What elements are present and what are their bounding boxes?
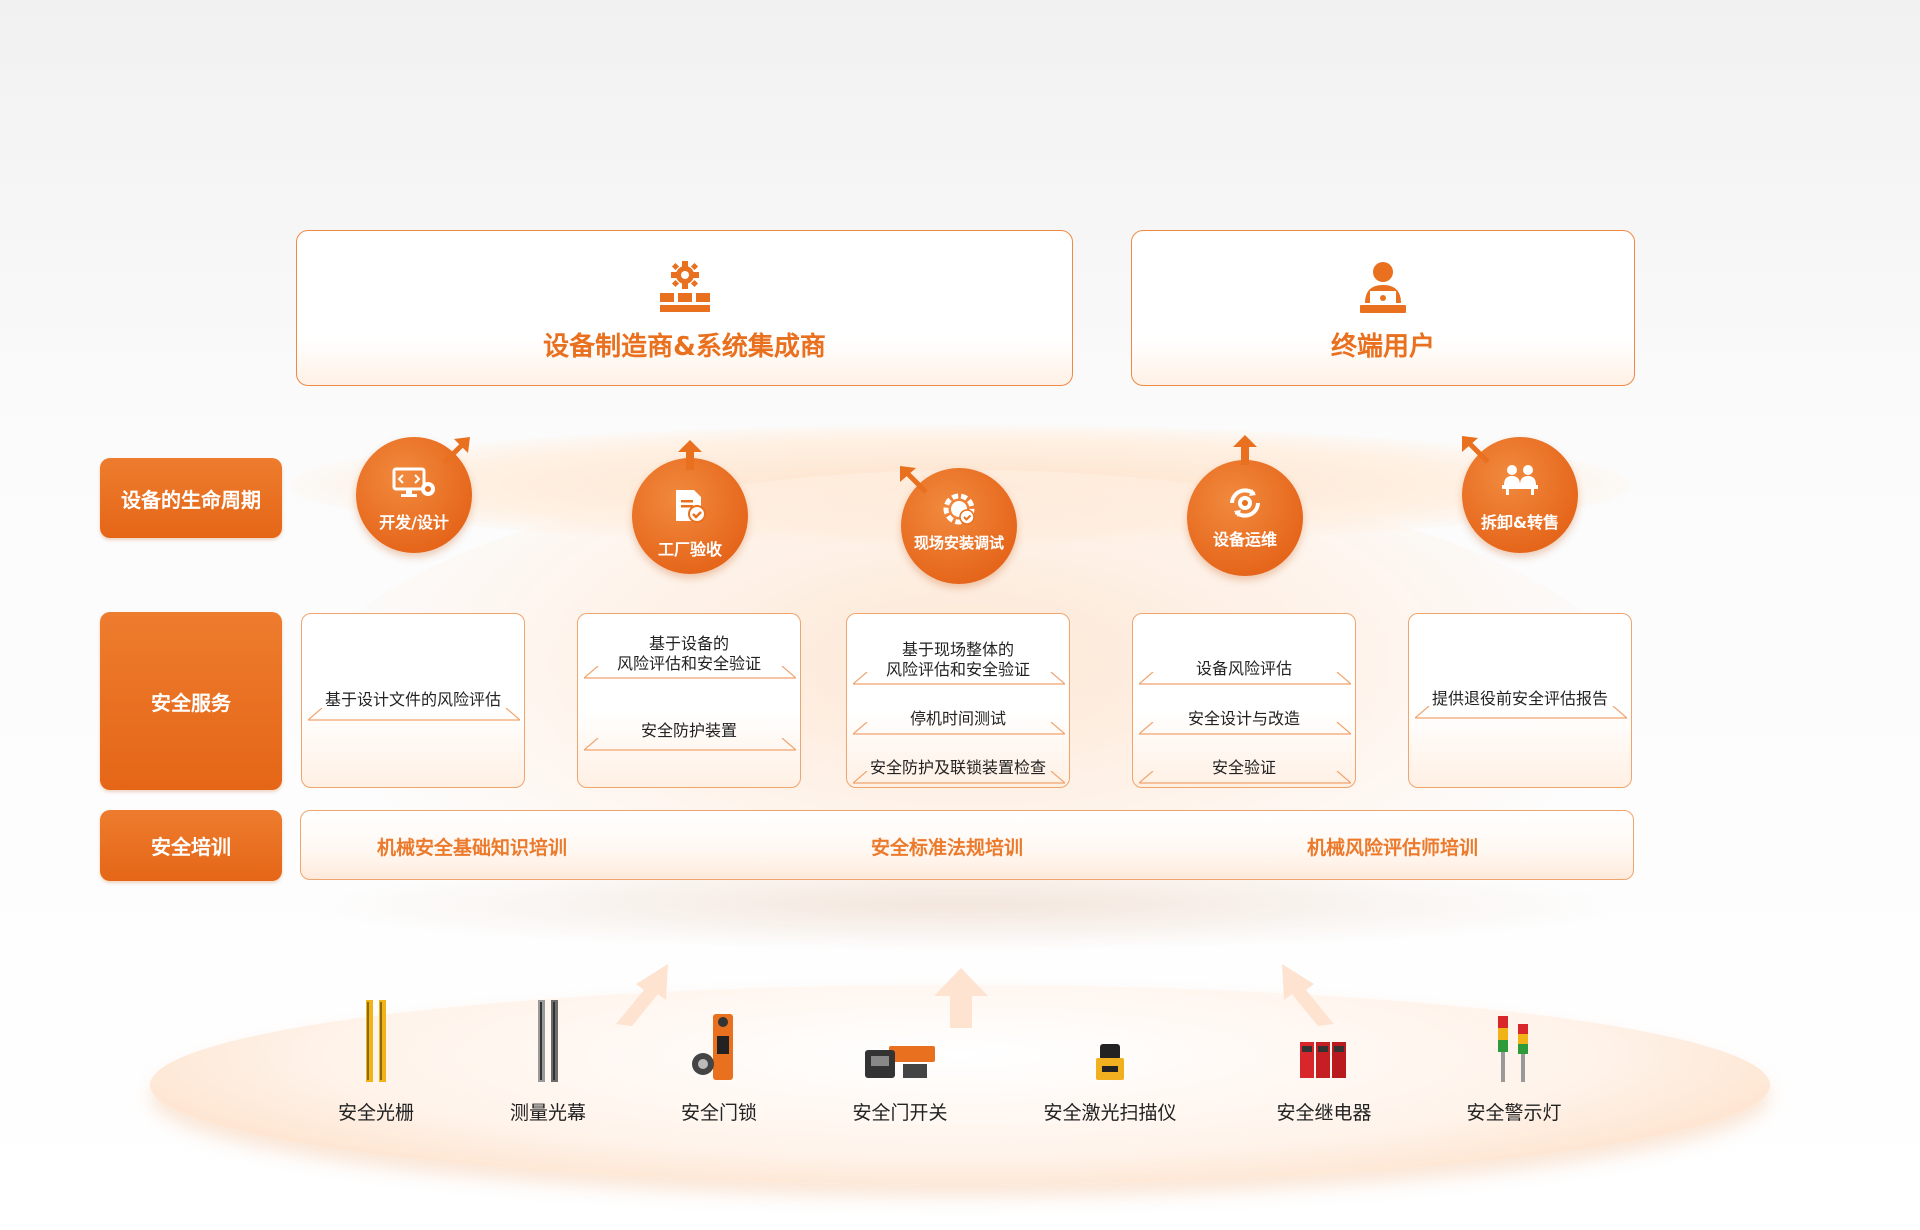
stage-maintenance: 设备运维 [1187, 460, 1303, 576]
product-label: 安全继电器 [1276, 1102, 1372, 1124]
arrow-up-icon [934, 968, 988, 1028]
stage-label: 开发/设计 [379, 513, 449, 532]
manufacturer-card: 设备制造商&系统集成商 [296, 230, 1073, 386]
gear-cycle-icon [1226, 484, 1264, 526]
service-card-site: 基于现场整体的 风险评估和安全验证 停机时间测试 安全防护及联锁装置检查 [846, 613, 1070, 788]
people-table-icon [1500, 463, 1540, 499]
training-item: 安全标准法规培训 [871, 837, 1024, 859]
stage-factory-acceptance: 工厂验收 [632, 458, 748, 574]
manufacturer-title: 设备制造商&系统集成商 [543, 332, 826, 362]
product-label: 测量光幕 [509, 1102, 586, 1124]
product-label: 安全光栅 [337, 1102, 414, 1124]
laser-scanner-icon [1096, 1044, 1124, 1080]
service-item: 基于设计文件的风险评估 [324, 690, 501, 709]
service-card-resale: 提供退役前安全评估报告 [1408, 613, 1632, 788]
service-item: 安全防护及联锁装置检查 [869, 758, 1046, 777]
measuring-curtain-icon [538, 1000, 558, 1082]
shelf-divider [308, 708, 520, 721]
service-item: 停机时间测试 [909, 709, 1006, 728]
service-card-maintenance: 设备风险评估 安全设计与改造 安全验证 [1132, 613, 1356, 788]
shelf-divider [853, 672, 1065, 685]
product-label: 安全警示灯 [1466, 1102, 1562, 1124]
arrow-up-right-icon [442, 437, 470, 465]
training-item: 机械安全基础知识培训 [377, 837, 568, 859]
safety-relay-icon [1300, 1042, 1346, 1078]
arrow-up-right-icon [616, 964, 668, 1026]
service-item: 安全防护装置 [640, 721, 737, 740]
shelf-divider [853, 771, 1065, 784]
arrow-up-left-icon [1462, 436, 1490, 464]
stage-label: 工厂验收 [657, 540, 722, 559]
stage-site-commissioning: 现场安装调试 [901, 468, 1017, 584]
end-user-title: 终端用户 [1330, 332, 1435, 362]
door-switch-icon [865, 1046, 935, 1078]
door-lock-icon [692, 1014, 733, 1080]
stage-label: 设备运维 [1212, 530, 1277, 549]
stage-label: 现场安装调试 [913, 534, 1004, 552]
gear-wrench-icon [940, 490, 978, 532]
end-user-card: 终端用户 [1131, 230, 1635, 386]
shelf-divider [1139, 722, 1351, 735]
training-bar: 机械安全基础知识培训 安全标准法规培训 机械风险评估师培训 [300, 810, 1634, 880]
service-item: 安全验证 [1211, 758, 1276, 777]
arrow-up-icon [678, 440, 702, 470]
product-label: 安全门开关 [852, 1102, 948, 1124]
lifecycle-label: 设备的生命周期 [100, 458, 282, 538]
training-label: 安全培训 [100, 810, 282, 881]
shelf-divider [1139, 672, 1351, 685]
monitor-code-gear-icon [392, 467, 436, 503]
factory-gear-icon [658, 261, 712, 317]
arrow-up-left-icon [900, 466, 928, 494]
signal-tower-icon [1498, 1016, 1528, 1082]
arrow-up-left-icon [1282, 964, 1334, 1026]
service-card-design: 基于设计文件的风险评估 [301, 613, 525, 788]
shelf-divider [1139, 771, 1351, 784]
shelf-divider [584, 666, 796, 679]
product-label: 安全门锁 [680, 1102, 757, 1124]
service-item: 提供退役前安全评估报告 [1431, 689, 1608, 708]
product-label: 安全激光扫描仪 [1043, 1102, 1177, 1124]
shelf-divider [853, 722, 1065, 735]
shelf-divider [1415, 706, 1627, 719]
service-item: 安全设计与改造 [1187, 709, 1300, 728]
service-card-factory: 基于设备的 风险评估和安全验证 安全防护装置 [577, 613, 801, 788]
service-item: 设备风险评估 [1195, 659, 1292, 678]
user-laptop-icon [1360, 261, 1406, 317]
training-item: 机械风险评估师培训 [1307, 837, 1479, 859]
service-item: 基于设备的 风险评估和安全验证 [616, 634, 761, 673]
stage-label: 拆卸&转售 [1481, 513, 1559, 532]
arrow-up-icon [1233, 435, 1257, 465]
shelf-divider [584, 738, 796, 751]
document-check-icon [673, 488, 707, 528]
service-item: 基于现场整体的 风险评估和安全验证 [885, 640, 1030, 679]
light-curtain-icon [366, 1000, 386, 1082]
service-label: 安全服务 [100, 612, 282, 790]
